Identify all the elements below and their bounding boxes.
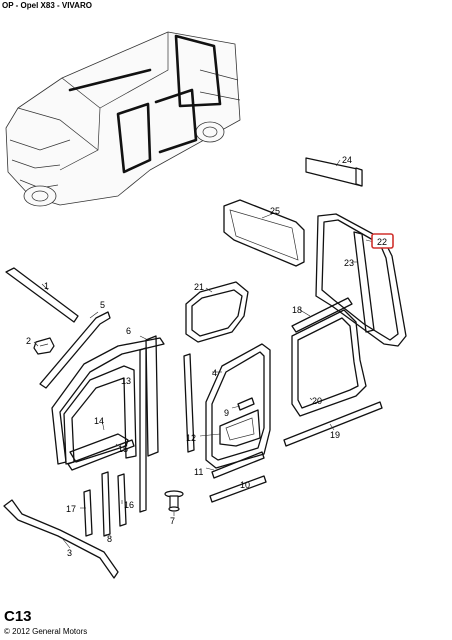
part-16-strip <box>117 473 127 527</box>
part-14-seal <box>69 433 129 463</box>
callout-9: 9 <box>224 408 229 418</box>
callout-23: 23 <box>344 258 354 268</box>
callout-2: 2 <box>26 336 31 346</box>
part-3-sill-strip <box>3 499 119 579</box>
callout-21: 21 <box>194 282 204 292</box>
callout-6: 6 <box>126 326 131 336</box>
callout-15: 15 <box>118 444 128 454</box>
part-1-strip <box>5 267 79 323</box>
callout-7: 7 <box>170 516 175 526</box>
part-24-block <box>305 157 363 187</box>
part-4-door-seal <box>205 343 271 469</box>
callout-1: 1 <box>44 281 49 291</box>
callout-25: 25 <box>270 206 280 216</box>
callout-13: 13 <box>121 376 131 386</box>
callout-17: 17 <box>66 504 76 514</box>
callout-14: 14 <box>94 416 104 426</box>
part-12-trim <box>219 409 261 447</box>
part-18-strip <box>291 297 353 333</box>
part-17-strip <box>83 489 93 537</box>
van-overview-illustration <box>5 31 241 207</box>
callout-5: 5 <box>100 300 105 310</box>
part-6-frame-seal <box>51 337 165 465</box>
copyright-notice: © 2012 General Motors <box>4 627 88 636</box>
part-15-seal <box>67 439 135 471</box>
callout-19: 19 <box>330 430 340 440</box>
callout-18: 18 <box>292 305 302 315</box>
callout-22: 22 <box>377 237 387 247</box>
callout-3: 3 <box>67 548 72 558</box>
part-20-frame-seal <box>291 309 367 417</box>
part-25-window-seal <box>223 199 305 267</box>
part-pillar-seal <box>145 335 159 457</box>
callout-labels: 1 2 3 4 5 6 7 8 9 10 11 12 13 14 15 16 1… <box>26 155 387 558</box>
part-7-push-pin <box>164 490 184 512</box>
callout-11: 11 <box>194 467 203 477</box>
page-code: C13 <box>4 608 32 625</box>
part-21-window-seal <box>185 281 249 343</box>
part-19-sill-strip <box>283 401 383 447</box>
callout-12: 12 <box>186 433 196 443</box>
callout-24: 24 <box>342 155 352 165</box>
part-10-strip <box>209 475 267 503</box>
callout-8: 8 <box>107 534 112 544</box>
part-2-clip <box>33 337 55 355</box>
callout-20: 20 <box>312 396 322 406</box>
diagram-header: OP - Opel X83 - VIVARO <box>2 1 92 10</box>
part-5-strip <box>39 311 111 389</box>
part-23-strip <box>353 231 375 333</box>
part-11-strip <box>211 451 265 479</box>
part-9-clip <box>237 397 255 411</box>
callout-10: 10 <box>240 480 250 490</box>
leader-lines <box>33 159 375 549</box>
callout-16: 16 <box>124 500 134 510</box>
part-22-door-seal <box>315 213 407 347</box>
highlighted-part-box <box>371 233 394 249</box>
callout-4: 4 <box>212 368 217 378</box>
part-8-strip <box>101 471 111 537</box>
